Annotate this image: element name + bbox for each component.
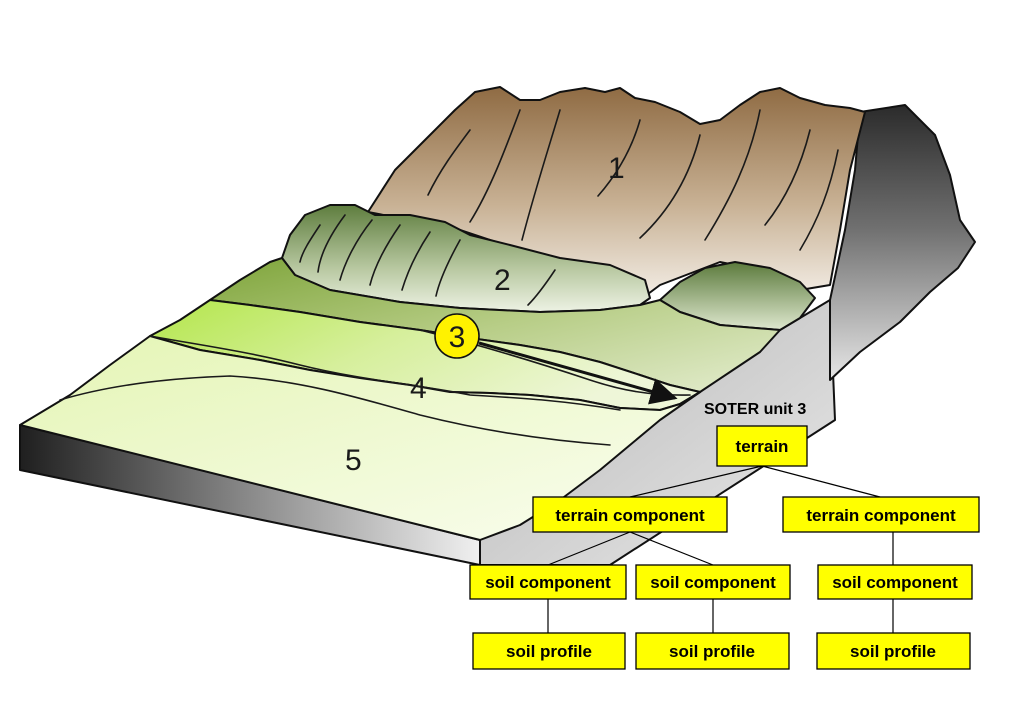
zone-3-highlight-circle	[434, 313, 480, 359]
terrain-component-box: terrain component	[782, 496, 980, 533]
ridge-line	[704, 109, 761, 241]
ridge-line	[317, 214, 346, 273]
zone-label-3: 3	[449, 321, 466, 354]
soil-profile-box: soil profile	[472, 632, 626, 670]
zone-boundary	[149, 335, 621, 411]
zone-label-2: 2	[494, 264, 511, 297]
ridge-line	[527, 269, 556, 306]
terrain-component-label: terrain component	[806, 506, 956, 525]
ridge-line	[469, 109, 521, 223]
ridge-line	[369, 224, 401, 286]
ridge-line	[521, 109, 561, 241]
soil-component-box: soil component	[469, 564, 627, 600]
ridge-line	[339, 219, 373, 281]
soil-profile-label: soil profile	[850, 642, 936, 661]
ridge-line	[597, 119, 641, 197]
ridge-line	[427, 129, 471, 196]
terrain-box: terrain	[716, 425, 808, 467]
terrain-component-label: terrain component	[555, 506, 705, 525]
terrain-label: terrain	[736, 437, 789, 456]
soil-component-label: soil component	[832, 573, 958, 592]
zone-label-1: 1	[608, 152, 625, 185]
soil-profile-label: soil profile	[669, 642, 755, 661]
ridge-line	[435, 239, 461, 297]
soil-component-box: soil component	[635, 564, 791, 600]
zone-label-4: 4	[410, 372, 427, 405]
ridge-line	[799, 149, 839, 251]
soter-unit-title: SOTER unit 3	[704, 401, 806, 418]
hierarchy-connectors	[547, 465, 894, 633]
ridge-line	[299, 224, 321, 263]
mountain-cliff	[829, 104, 976, 381]
terrain-component-box: terrain component	[532, 496, 728, 533]
ridge-line	[639, 134, 701, 239]
soil-profile-label: soil profile	[506, 642, 592, 661]
ridge-line	[764, 129, 811, 226]
pointer-arrow	[478, 341, 678, 405]
zone-label-5: 5	[345, 444, 362, 477]
zone-boundary	[59, 375, 611, 446]
soil-component-label: soil component	[650, 573, 776, 592]
soil-profile-box: soil profile	[635, 632, 790, 670]
soil-profile-box: soil profile	[816, 632, 971, 670]
soil-component-box: soil component	[817, 564, 973, 600]
zone-5-plain	[19, 335, 701, 541]
soil-component-label: soil component	[485, 573, 611, 592]
ridge-line	[401, 231, 431, 291]
